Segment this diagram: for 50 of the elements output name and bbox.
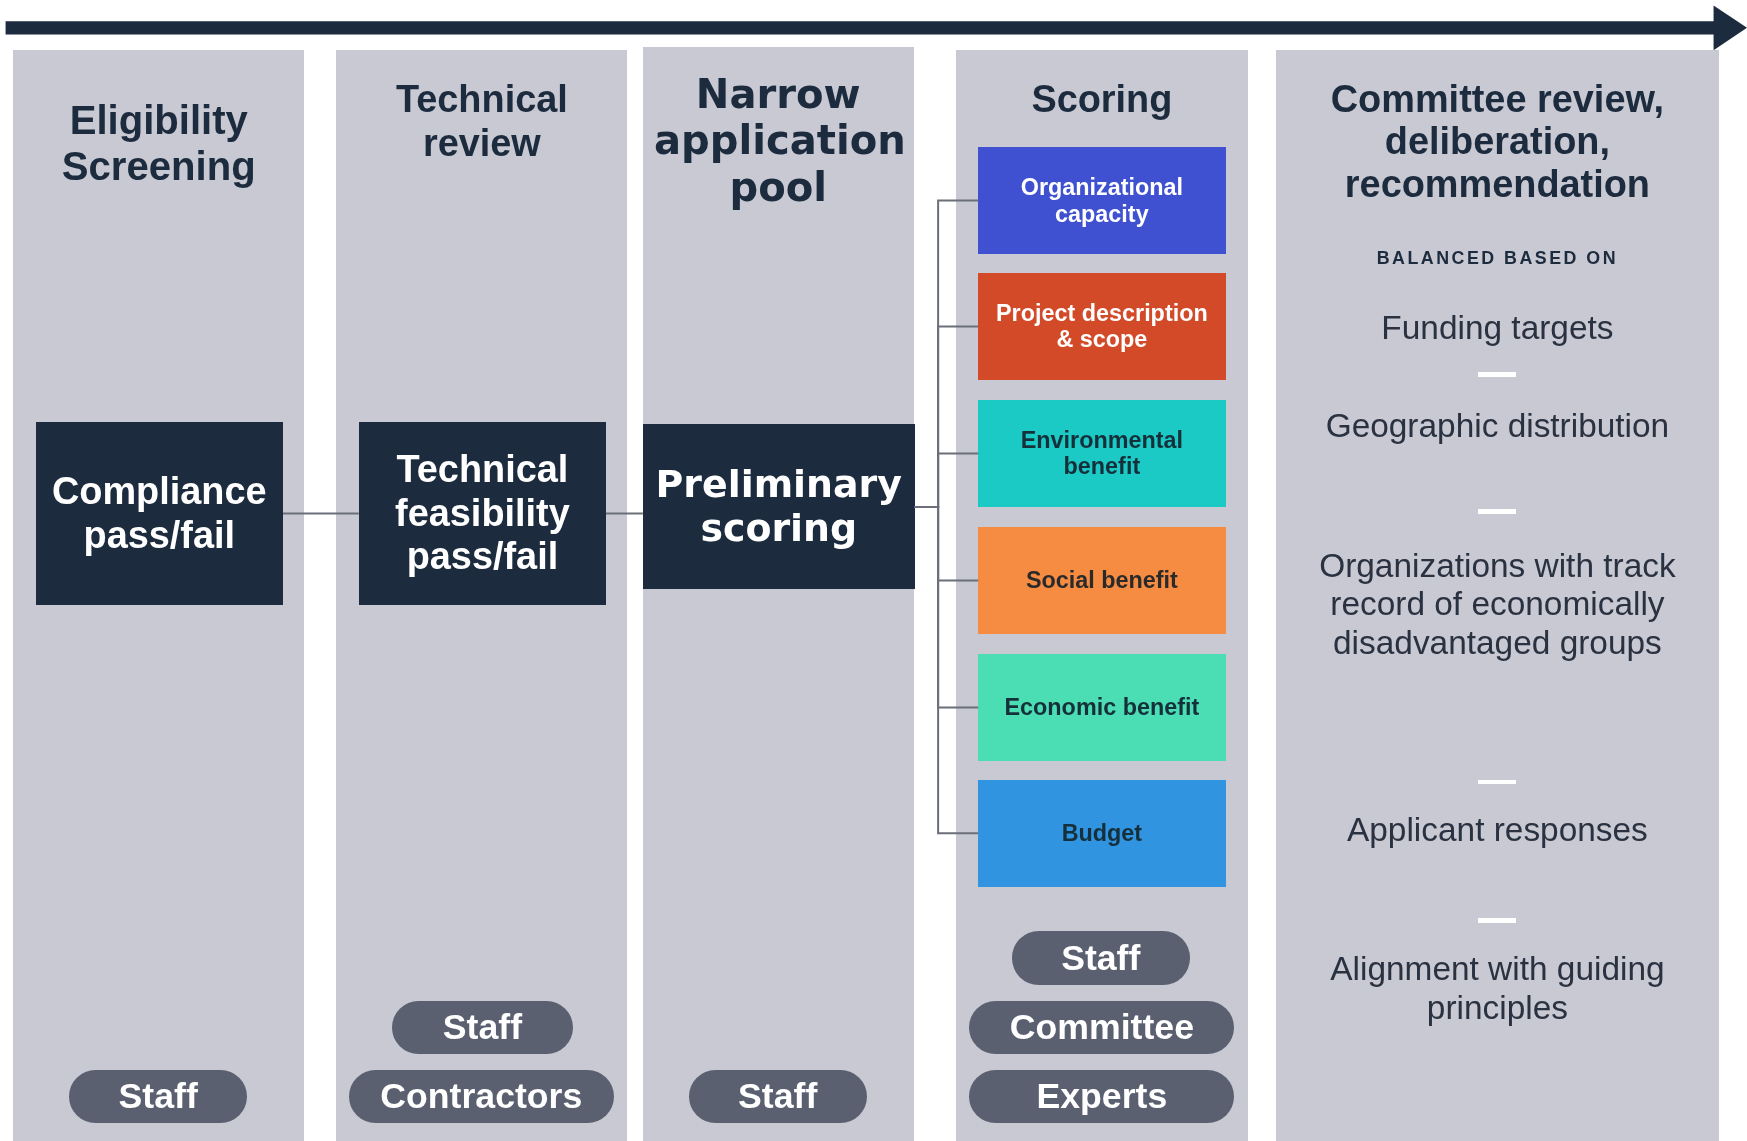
- role-pill: [69, 1069, 248, 1124]
- column-heading: Narrow application pool: [654, 71, 903, 210]
- connector-line: [605, 512, 644, 515]
- criterion-text: Funding targets: [1380, 308, 1615, 348]
- role-pill: [969, 1069, 1235, 1124]
- stage-column: [1275, 50, 1720, 1141]
- criterion-box: [978, 654, 1226, 761]
- criterion-text: Applicant responses: [1346, 811, 1649, 850]
- role-label: Committee: [1008, 1006, 1195, 1048]
- step-box: [358, 422, 607, 605]
- criterion-box: [978, 147, 1226, 254]
- box-label: Project description & scope: [995, 299, 1209, 354]
- criterion-text: Alignment with guiding principles: [1329, 950, 1666, 1028]
- column-heading: Eligibility Screening: [60, 96, 257, 190]
- criterion-box: [978, 272, 1226, 380]
- role-label: Contractors: [379, 1075, 584, 1117]
- connector-line: [281, 512, 360, 515]
- role-pill: [392, 1000, 573, 1054]
- role-label: Staff: [441, 1006, 524, 1048]
- role-label: Staff: [1060, 937, 1142, 979]
- box-label: Technical feasibility pass/fail: [394, 448, 571, 579]
- stage-column: [336, 50, 628, 1141]
- step-box: [35, 422, 283, 605]
- role-label: Staff: [117, 1075, 199, 1117]
- box-label: Budget: [1060, 819, 1144, 847]
- column-heading: Scoring: [1030, 77, 1174, 122]
- box-label: Compliance pass/fail: [50, 470, 268, 558]
- column-heading: Committee review, deliberation, recommendation: [1329, 77, 1666, 206]
- column-heading: Technical review: [394, 77, 569, 166]
- role-label: Experts: [1035, 1075, 1169, 1117]
- role-label: Staff: [737, 1075, 819, 1117]
- role-pill: [969, 1000, 1235, 1054]
- box-label: Social benefit: [1024, 567, 1179, 594]
- box-label: Environmental benefit: [1019, 426, 1185, 481]
- role-pill: [688, 1069, 867, 1124]
- box-label: Economic benefit: [1003, 694, 1201, 721]
- box-label: Preliminary scoring: [654, 463, 903, 551]
- stage-column: [13, 50, 305, 1141]
- criterion-text: Organizations with track record of economically disadvantaged groups: [1318, 547, 1677, 663]
- stage-column: [955, 50, 1248, 1141]
- criterion-box: [978, 779, 1226, 887]
- role-pill: [348, 1069, 614, 1124]
- section-label: BALANCED BASED ON: [1375, 248, 1620, 269]
- stage-column: [642, 46, 914, 1141]
- role-pill: [1011, 931, 1190, 985]
- criterion-text: Geographic distribution: [1324, 406, 1671, 446]
- criterion-box: [978, 399, 1226, 507]
- step-box: [642, 424, 915, 590]
- criterion-box: [978, 527, 1226, 634]
- box-label: Organizational capacity: [1019, 173, 1185, 228]
